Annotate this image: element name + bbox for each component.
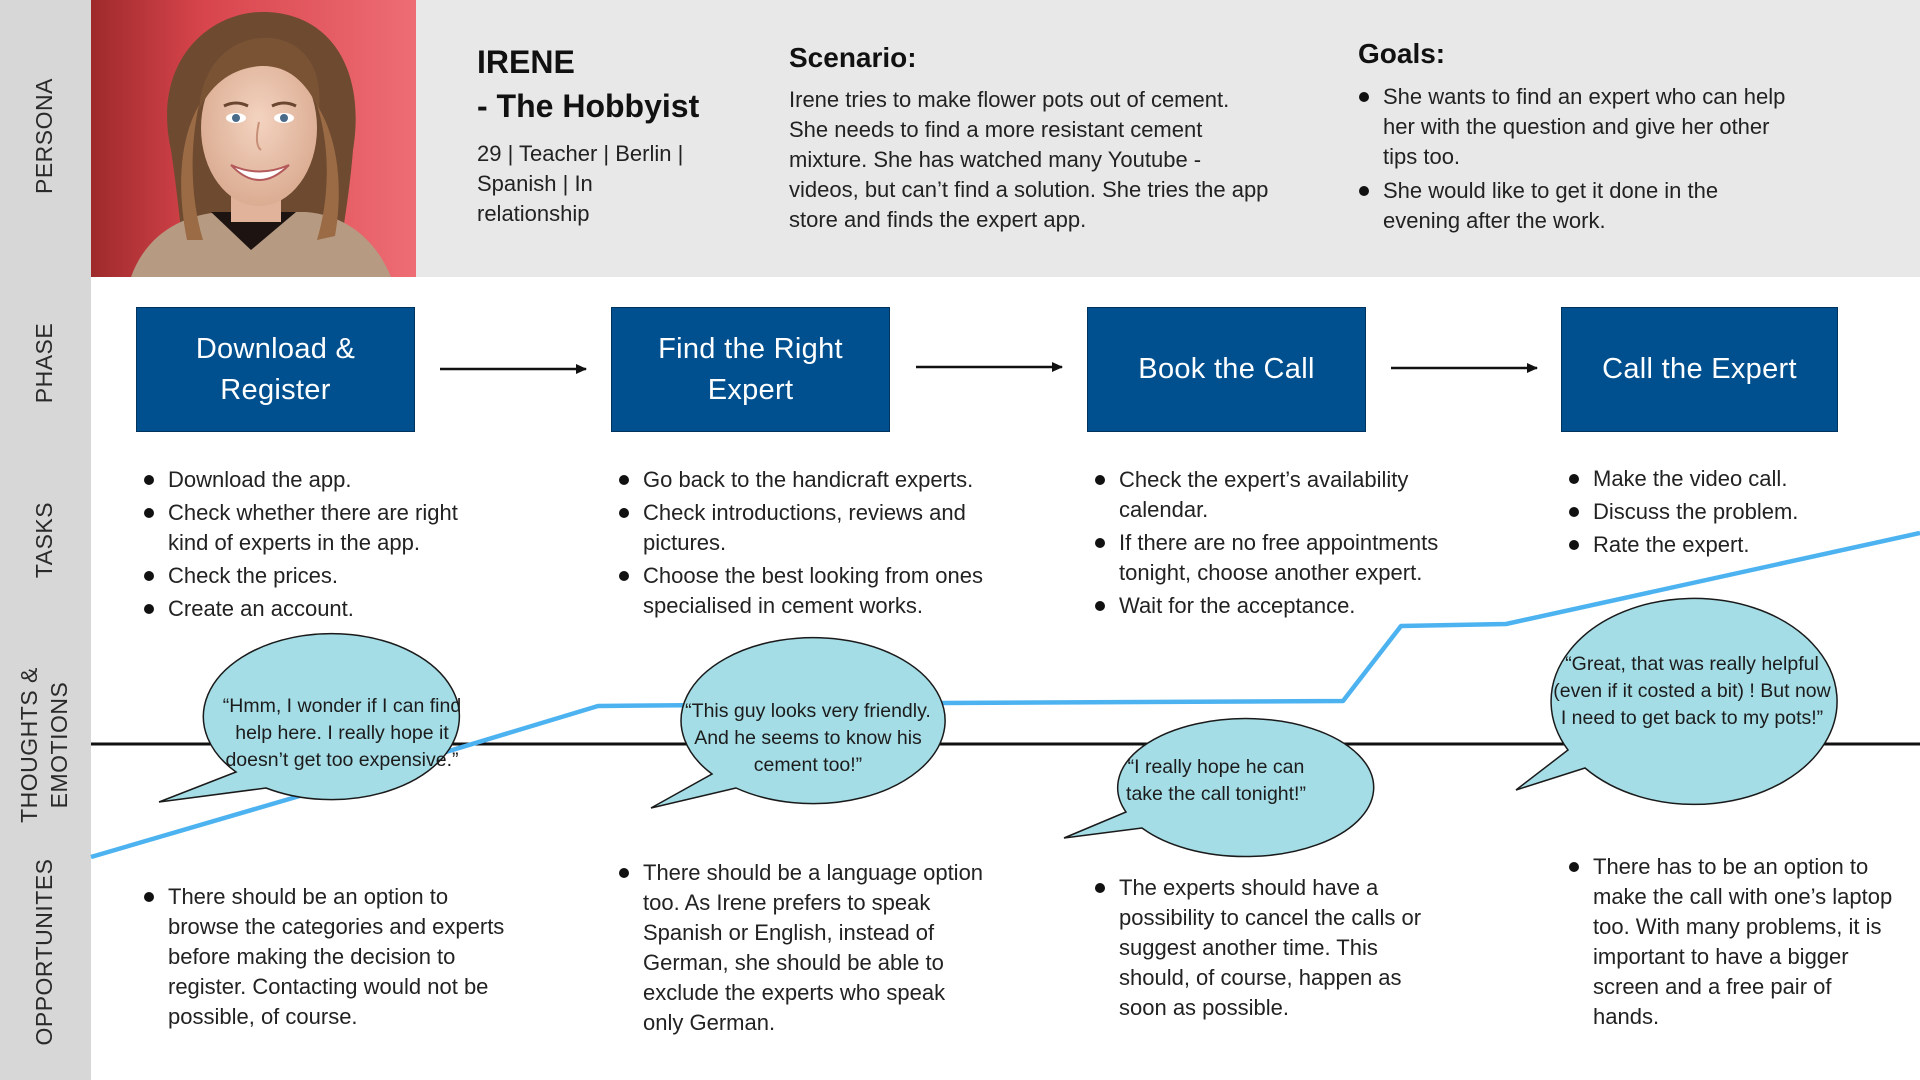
phase-title: Book the Call (1138, 353, 1315, 385)
task-item: Check the expert’s availability calendar… (1094, 465, 1474, 525)
scenario-text: Irene tries to make flower pots out of c… (789, 87, 1269, 232)
phase-box-book-call: Book the Call (1087, 307, 1366, 432)
opportunities-list-book-call: The experts should have a possibility to… (1094, 873, 1444, 1026)
phase-box-find-expert: Find the Right Expert (611, 307, 890, 432)
thought-text-download-register: “Hmm, I wonder if I can find help here. … (222, 695, 462, 771)
goal-text: She wants to find an expert who can help… (1383, 84, 1786, 169)
scenario-title: Scenario: (789, 42, 917, 73)
tasks-list-find-expert: Go back to the handicraft experts. Check… (618, 465, 998, 624)
task-text: Make the video call. (1593, 466, 1788, 491)
opportunity-item: There should be a language option too. A… (618, 858, 988, 1038)
phase-box-download-register: Download & Register (136, 307, 415, 432)
task-item: Choose the best looking from ones specia… (618, 561, 998, 621)
bullet-dot-icon (144, 475, 154, 485)
persona-name: IRENE - The Hobbyist (477, 40, 699, 128)
tasks-list-book-call: Check the expert’s availability calendar… (1094, 465, 1474, 624)
goal-text: She would like to get it done in the eve… (1383, 178, 1719, 233)
bullet-dot-icon (619, 571, 629, 581)
bullet-dot-icon (1359, 186, 1369, 196)
goals-list: She wants to find an expert who can help… (1358, 82, 1798, 240)
bullet-dot-icon (619, 475, 629, 485)
task-item: Discuss the problem. (1568, 497, 1888, 527)
bullet-dot-icon (144, 892, 154, 902)
bullet-dot-icon (1095, 601, 1105, 611)
task-text: Check whether there are right kind of ex… (168, 500, 458, 555)
task-item: Create an account. (143, 594, 483, 624)
persona-name-line-1: IRENE (477, 44, 575, 80)
task-item: If there are no free appointments tonigh… (1094, 528, 1474, 588)
opportunity-text: There should be an option to browse the … (168, 884, 505, 1029)
task-text: Check the prices. (168, 563, 338, 588)
bullet-dot-icon (144, 604, 154, 614)
task-item: Check the prices. (143, 561, 483, 591)
speech-bubble-4 (1515, 597, 1838, 806)
section-rail: PERSONA PHASE TASKS THOUGHTS & EMOTIONS … (0, 0, 91, 1080)
bullet-dot-icon (1569, 540, 1579, 550)
task-text: Rate the expert. (1593, 532, 1750, 557)
task-text: If there are no free appointments tonigh… (1119, 530, 1439, 585)
phase-title: Call the Expert (1602, 353, 1797, 385)
persona-details: 29 | Teacher | Berlin | Spanish | In rel… (477, 141, 684, 226)
opportunities-list-download-register: There should be an option to browse the … (143, 882, 513, 1035)
bullet-dot-icon (1095, 475, 1105, 485)
phase-title: Find the Right Expert (658, 332, 843, 406)
goal-item: She would like to get it done in the eve… (1358, 176, 1798, 236)
phase-title: Download & Register (195, 332, 356, 406)
task-item: Download the app. (143, 465, 483, 495)
opportunity-item: The experts should have a possibility to… (1094, 873, 1444, 1023)
opportunities-list-find-expert: There should be a language option too. A… (618, 858, 988, 1041)
phase-box-call-expert: Call the Expert (1561, 307, 1838, 432)
task-item: Rate the expert. (1568, 530, 1888, 560)
persona-name-line-2: - The Hobbyist (477, 88, 700, 124)
task-text: Go back to the handicraft experts. (643, 467, 974, 492)
opportunities-list-call-expert: There has to be an option to make the ca… (1568, 852, 1898, 1035)
bullet-dot-icon (144, 508, 154, 518)
task-text: Check the expert’s availability calendar… (1119, 467, 1409, 522)
task-item: Check introductions, reviews and picture… (618, 498, 998, 558)
bullet-dot-icon (1359, 92, 1369, 102)
bullet-dot-icon (1569, 862, 1579, 872)
opportunity-item: There has to be an option to make the ca… (1568, 852, 1898, 1032)
task-text: Discuss the problem. (1593, 499, 1799, 524)
thought-text-book-call: “I really hope he can take the call toni… (1126, 756, 1306, 805)
persona-photo (91, 0, 416, 277)
bullet-dot-icon (144, 571, 154, 581)
speech-bubble-2 (650, 636, 946, 809)
goal-item: She wants to find an expert who can help… (1358, 82, 1798, 172)
thought-text-call-expert: “Great, that was really helpful (even if… (1553, 653, 1831, 729)
opportunity-text: There has to be an option to make the ca… (1593, 854, 1893, 1029)
task-text: Create an account. (168, 596, 354, 621)
bullet-dot-icon (1095, 538, 1105, 548)
goals-title: Goals: (1358, 38, 1446, 69)
opportunity-text: There should be a language option too. A… (643, 860, 984, 1035)
task-item: Go back to the handicraft experts. (618, 465, 998, 495)
task-item: Wait for the acceptance. (1094, 591, 1474, 621)
bullet-dot-icon (1569, 507, 1579, 517)
tasks-list-download-register: Download the app. Check whether there ar… (143, 465, 483, 627)
task-item: Make the video call. (1568, 464, 1888, 494)
bullet-dot-icon (619, 868, 629, 878)
bullet-dot-icon (1095, 883, 1105, 893)
task-text: Check introductions, reviews and picture… (643, 500, 966, 555)
opportunity-item: There should be an option to browse the … (143, 882, 513, 1032)
speech-bubble-3 (1063, 717, 1375, 858)
speech-bubble-1 (158, 632, 461, 803)
tasks-list-call-expert: Make the video call. Discuss the problem… (1568, 464, 1888, 563)
task-text: Wait for the acceptance. (1119, 593, 1356, 618)
bullet-dot-icon (1569, 474, 1579, 484)
opportunity-text: The experts should have a possibility to… (1119, 875, 1422, 1020)
task-text: Download the app. (168, 467, 352, 492)
thought-text-find-expert: “This guy looks very friendly. And he se… (685, 700, 931, 776)
bullet-dot-icon (619, 508, 629, 518)
task-text: Choose the best looking from ones specia… (643, 563, 983, 618)
task-item: Check whether there are right kind of ex… (143, 498, 483, 558)
